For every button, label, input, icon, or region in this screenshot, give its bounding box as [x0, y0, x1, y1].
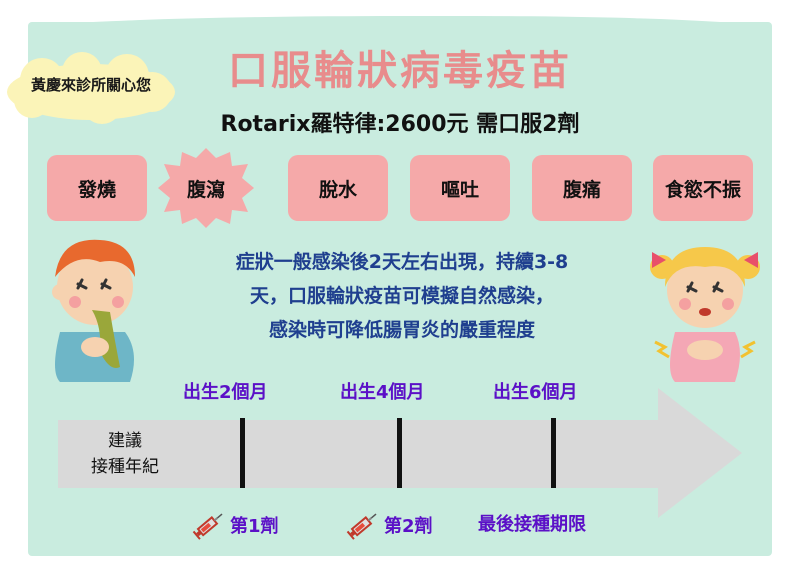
dose-1: 第1劑 — [192, 510, 279, 540]
timeline-tick — [551, 418, 556, 488]
symptom-label: 發燒 — [77, 178, 116, 201]
symptom-label: 食慾不振 — [664, 178, 741, 201]
symptom-diarrhea: 腹瀉 — [158, 148, 254, 228]
symptom-label: 腹瀉 — [186, 178, 225, 201]
clinic-cloud: 黃慶來診所關心您 — [2, 52, 180, 126]
timeline-label-line: 建議 — [108, 431, 142, 451]
vaccine-price: Rotarix羅特律:2600元 需口服2劑 — [220, 112, 580, 137]
sick-boy-illustration — [52, 239, 135, 382]
syringe-icon — [192, 513, 223, 540]
timeline-tick — [240, 418, 245, 488]
description-line: 天，口服輪狀疫苗可模擬自然感染， — [249, 285, 554, 307]
cloud-shape — [7, 52, 175, 124]
symptom-label: 腹痛 — [562, 178, 601, 201]
dose-2: 第2劑 — [346, 510, 433, 540]
symptom-abdominal-pain: 腹痛 — [532, 155, 632, 221]
dose-label: 第1劑 — [230, 516, 279, 537]
syringe-icon — [346, 513, 377, 540]
burst-shape — [158, 148, 254, 228]
symptom-dehydration: 脫水 — [288, 155, 388, 221]
description-line: 症狀一般感染後2天左右出現，持續3-8 — [235, 251, 569, 273]
symptom-label: 脫水 — [318, 178, 357, 201]
page-title: 口服輪狀病毒疫苗 — [228, 48, 572, 94]
symptom-label: 嘔吐 — [440, 178, 479, 201]
final-dose-deadline: 最後接種期限 — [478, 510, 586, 536]
clinic-name: 黃慶來診所關心您 — [30, 76, 151, 94]
age-4-months: 出生4個月 — [340, 382, 425, 403]
symptom-loss-of-appetite: 食慾不振 — [653, 155, 753, 221]
symptom-vomiting: 嘔吐 — [410, 155, 510, 221]
symptom-description: 症狀一般感染後2天左右出現，持續3-8 天，口服輪狀疫苗可模擬自然感染， 感染時… — [172, 245, 632, 347]
age-6-months: 出生6個月 — [493, 382, 578, 403]
sick-girl-illustration — [650, 247, 760, 382]
dose-label: 第2劑 — [384, 516, 433, 537]
symptom-fever: 發燒 — [47, 155, 147, 221]
dose-label: 最後接種期限 — [478, 514, 586, 535]
timeline-tick — [397, 418, 402, 488]
age-2-months: 出生2個月 — [183, 382, 268, 403]
description-line: 感染時可降低腸胃炎的嚴重程度 — [268, 319, 535, 341]
timeline-label-line: 接種年紀 — [91, 457, 159, 477]
timeline-label: 建議 接種年紀 — [70, 428, 180, 480]
